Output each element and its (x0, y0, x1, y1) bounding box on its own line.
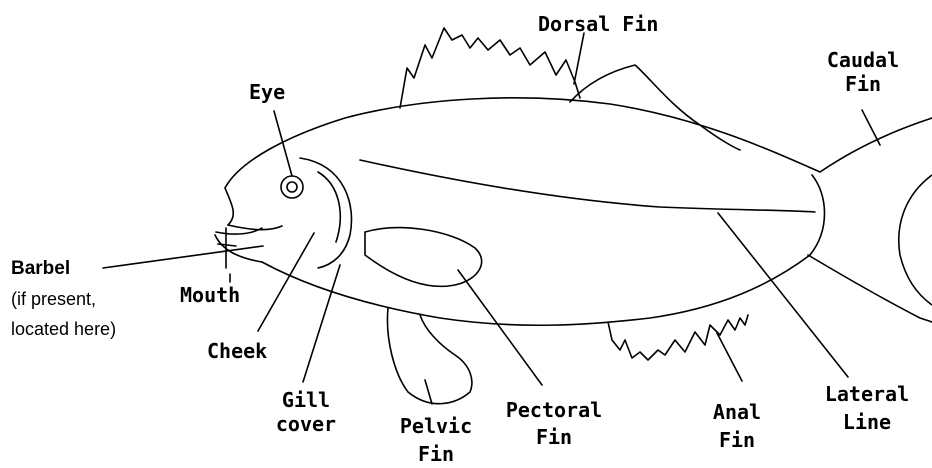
label-lateral-line-line1: Lateral (812, 380, 922, 408)
label-pelvic-fin-line1: Pelvic (384, 412, 488, 440)
label-anal-fin: Anal Fin (700, 398, 774, 454)
fish-lower-jaw (228, 225, 282, 230)
barbel-annotation: Barbel (if present, located here) (11, 254, 116, 344)
pelvic-fin (387, 308, 471, 404)
label-pelvic-fin: Pelvic Fin (384, 412, 488, 468)
label-mouth: Mouth (180, 283, 240, 307)
barbel-note-line2: located here) (11, 314, 116, 344)
label-pectoral-fin-line1: Pectoral (492, 397, 616, 424)
label-anal-fin-line1: Anal (700, 398, 774, 426)
label-eye: Eye (249, 80, 285, 104)
caudal-fin-lower (808, 255, 932, 322)
leader-eye (274, 111, 292, 176)
label-pectoral-fin-line2: Fin (492, 424, 616, 451)
caudal-peduncle (810, 175, 825, 255)
label-caudal-fin: Caudal Fin (808, 48, 918, 96)
caudal-fin-upper (820, 118, 932, 172)
fish-body-bottom (262, 255, 810, 325)
label-pelvic-fin-line2: Fin (384, 440, 488, 468)
label-lateral-line-line2: Line (812, 408, 922, 436)
eye-inner (287, 182, 297, 192)
leader-dorsal-fin (574, 33, 584, 84)
dorsal-fin-spiny (400, 28, 580, 108)
eye-outer (281, 176, 303, 198)
barbel-note-line1: (if present, (11, 284, 116, 314)
fish-body-top (225, 98, 820, 188)
leader-anal-fin (717, 333, 742, 381)
fish-snout (225, 188, 233, 225)
label-dorsal-fin: Dorsal Fin (538, 12, 658, 36)
label-lateral-line: Lateral Line (812, 380, 922, 436)
label-gill-cover-line2: cover (265, 412, 347, 436)
lateral-line (360, 160, 815, 212)
leader-caudal-fin (862, 110, 880, 145)
dorsal-fin-soft (570, 65, 740, 150)
gill-cover-outline (300, 158, 352, 268)
label-gill-cover-line1: Gill (265, 388, 347, 412)
label-cheek: Cheek (207, 339, 267, 363)
label-anal-fin-line2: Fin (700, 426, 774, 454)
barbel-title: Barbel (11, 254, 116, 284)
leader-pelvic-fin (425, 380, 432, 404)
fish-chin (215, 235, 262, 262)
leader-barbel (103, 246, 263, 268)
leader-pectoral-fin (458, 270, 542, 385)
label-caudal-fin-line1: Caudal (808, 48, 918, 72)
gill-cover-inner (318, 172, 340, 242)
label-pectoral-fin: Pectoral Fin (492, 397, 616, 451)
caudal-fin-edge (899, 175, 932, 305)
label-caudal-fin-line2: Fin (808, 72, 918, 96)
label-gill-cover: Gill cover (265, 388, 347, 436)
